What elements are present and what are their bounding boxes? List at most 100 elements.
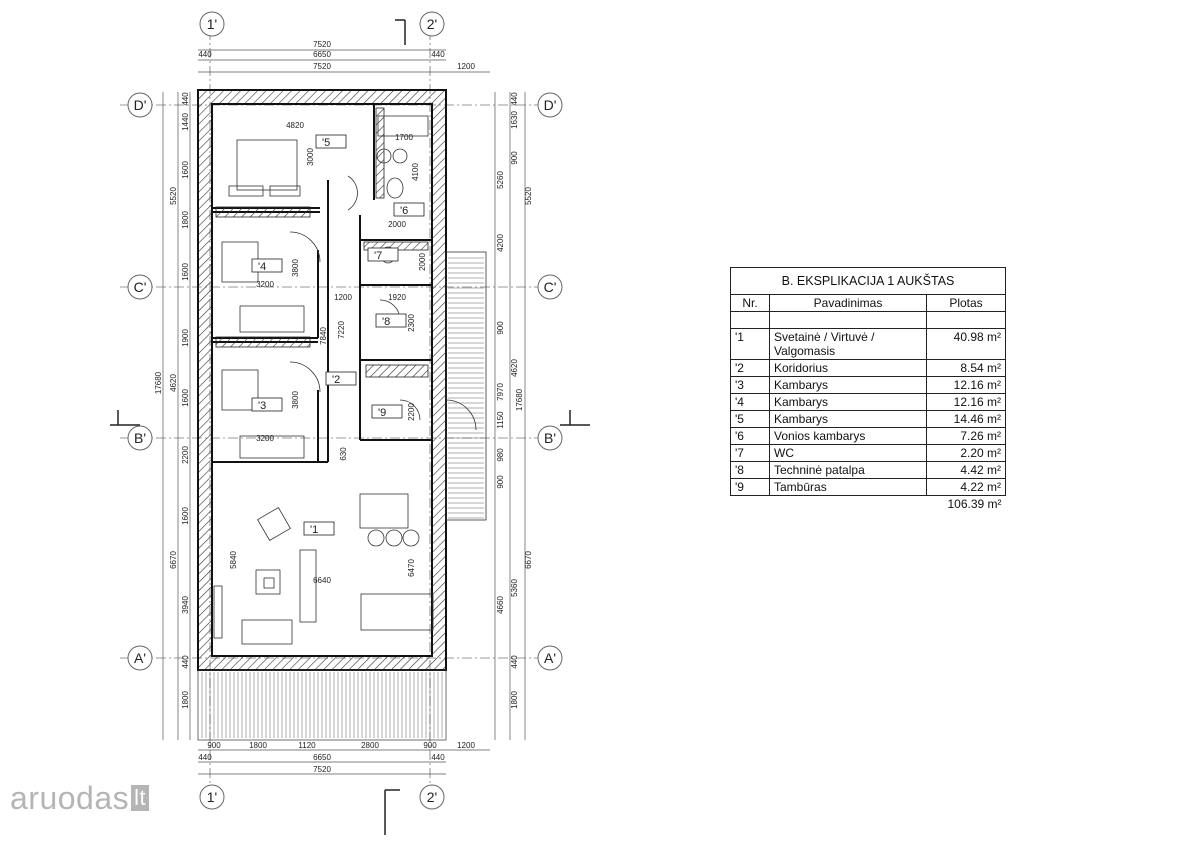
room-dim-6: 3800 <box>291 259 300 277</box>
row-area: 12.16 m² <box>926 376 1006 394</box>
dim-left-13: 6670 <box>169 551 178 569</box>
dim-right-17: 440 <box>510 655 519 669</box>
dim-left-10: 17680 <box>154 371 163 394</box>
room-dim-14: 3200 <box>256 434 274 443</box>
dim-top-3: 7520 <box>313 62 331 71</box>
room-tag-1: '1 <box>310 524 318 536</box>
dim-right-14: 6670 <box>524 551 533 569</box>
wardrobes <box>215 107 429 378</box>
header-nr: Nr. <box>730 294 770 312</box>
axis-label-right-c: C' <box>544 279 557 295</box>
dim-right-13: 900 <box>496 475 505 489</box>
dim-left-8: 1900 <box>181 329 190 347</box>
dim-bottom-2: 1800 <box>249 741 267 750</box>
row-name: Kambarys <box>769 376 927 394</box>
room-tag-boxes <box>251 134 425 536</box>
row-nr: '8 <box>730 461 770 479</box>
row-name: Tambūras <box>769 478 927 496</box>
dim-left-6: 1600 <box>181 263 190 281</box>
dim-bottom-4: 2800 <box>361 741 379 750</box>
dim-right-18: 1800 <box>510 691 519 709</box>
axis-label-left-b: B' <box>134 430 146 446</box>
row-name: Koridorius <box>769 359 927 377</box>
room-tag-6: '6 <box>400 205 408 217</box>
room-dim-16: 630 <box>339 447 348 461</box>
row-name: Svetainė / Virtuvė / Valgomasis <box>769 328 927 360</box>
row-nr: '5 <box>730 410 770 428</box>
dim-right-8: 4620 <box>510 359 519 377</box>
room-dim-18: 6640 <box>313 576 331 585</box>
row-area: 2.20 m² <box>926 444 1006 462</box>
dim-left-4: 5520 <box>169 187 178 205</box>
side-ramp <box>445 251 487 521</box>
dim-right-9: 7970 <box>496 383 505 401</box>
room-dim-2: 3000 <box>306 148 315 166</box>
dim-bottom-9: 440 <box>198 753 212 762</box>
dim-right-6: 4200 <box>496 234 505 252</box>
dim-left-11: 2200 <box>181 446 190 464</box>
explication-title: B. EKSPLIKACIJA 1 AUKŠTAS <box>730 267 1006 295</box>
room-dim-7: 3200 <box>256 280 274 289</box>
header-area: Plotas <box>926 294 1006 312</box>
dim-top-2: 6650 <box>313 50 331 59</box>
row-nr: '4 <box>730 393 770 411</box>
total-area: 106.39 m² <box>947 497 1002 511</box>
room-dim-19: 6470 <box>407 559 416 577</box>
dim-right-12: 980 <box>496 448 505 462</box>
axis-label-left-c: C' <box>134 279 147 295</box>
room-dim-13: 3800 <box>291 391 300 409</box>
row-area: 14.46 m² <box>926 410 1006 428</box>
row-nr: '1 <box>730 328 770 360</box>
dim-bottom-6: 1200 <box>457 741 475 750</box>
axis-label-left-d: D' <box>134 97 147 113</box>
header-name: Pavadinimas <box>769 294 927 312</box>
dim-bottom-10: 440 <box>431 753 445 762</box>
dimension-lines <box>162 49 526 775</box>
dim-right-7: 900 <box>496 321 505 335</box>
room-dim-17: 5840 <box>229 551 238 569</box>
room-dim-10: 2300 <box>407 314 416 332</box>
dim-bottom-8: 7520 <box>313 765 331 774</box>
room-tag-3: '3 <box>258 400 266 412</box>
dim-right-5: 5520 <box>524 187 533 205</box>
dim-left-7: 4620 <box>169 374 178 392</box>
row-area: 8.54 m² <box>926 359 1006 377</box>
watermark-text: aruodas <box>10 780 130 816</box>
axis-bubbles <box>127 11 563 810</box>
dim-bottom-5: 900 <box>423 741 437 750</box>
dim-left-12: 1600 <box>181 507 190 525</box>
row-nr: '3 <box>730 376 770 394</box>
dim-top-6: 1200 <box>457 62 475 71</box>
dim-bottom-3: 1120 <box>298 741 316 750</box>
row-name: WC <box>769 444 927 462</box>
dim-left-5: 1800 <box>181 211 190 229</box>
dim-left-15: 440 <box>181 655 190 669</box>
dim-left-3: 1600 <box>181 161 190 179</box>
dim-right-1: 440 <box>510 92 519 106</box>
axis-label-bottom-2: 2' <box>427 789 437 805</box>
explication-table: B. EKSPLIKACIJA 1 AUKŠTAS Nr. Pavadinima… <box>730 267 1006 512</box>
row-nr: '9 <box>730 478 770 496</box>
row-name: Vonios kambarys <box>769 427 927 445</box>
dim-right-15: 4660 <box>496 596 505 614</box>
dim-left-2: 1440 <box>181 113 190 131</box>
dim-top-5: 440 <box>431 50 445 59</box>
furniture <box>213 115 434 645</box>
room-dim-8: 1200 <box>334 293 352 302</box>
room-tag-8: '8 <box>382 316 390 328</box>
room-dim-20: 2000 <box>418 253 427 271</box>
dim-bottom-1: 900 <box>207 741 221 750</box>
dim-top-1: 7520 <box>313 40 331 49</box>
dim-right-4: 5260 <box>496 171 505 189</box>
axis-label-bottom-1: 1' <box>207 789 217 805</box>
axis-label-right-b: B' <box>544 430 556 446</box>
